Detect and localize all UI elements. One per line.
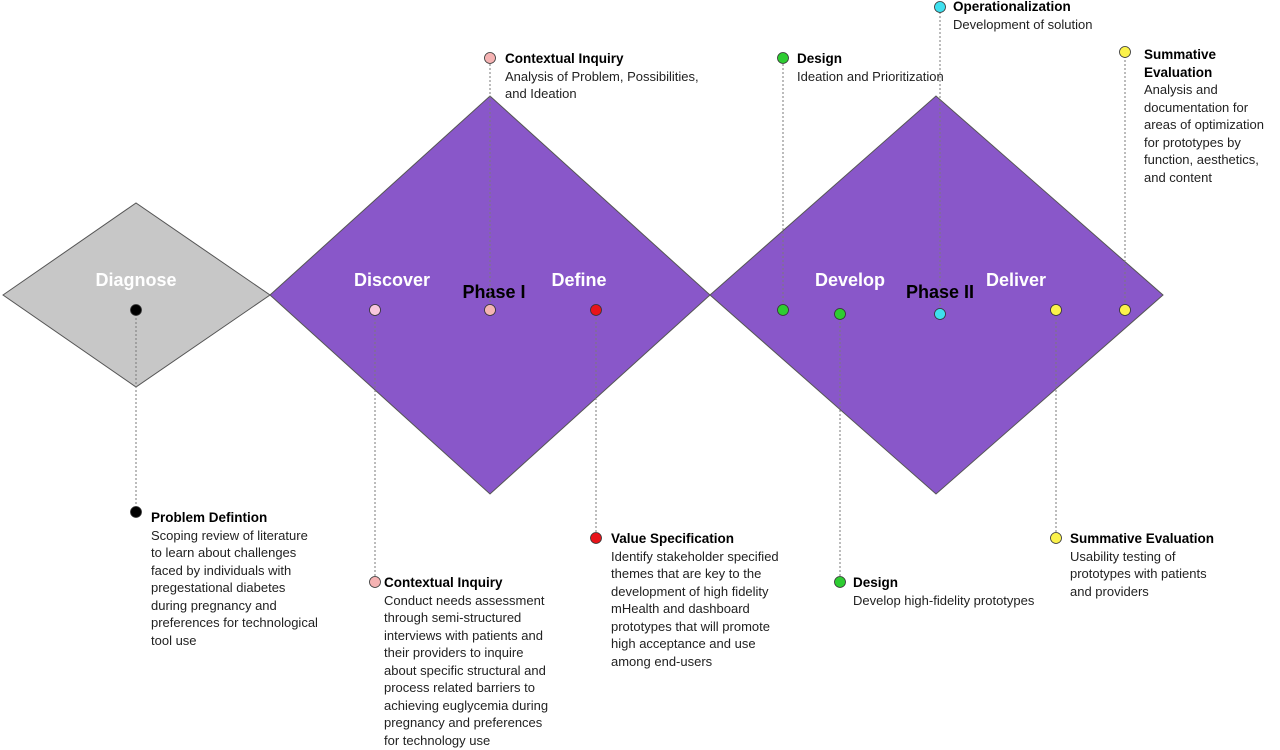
diagnose-label: Diagnose	[95, 270, 176, 290]
design-top-title: Design	[797, 51, 843, 66]
design-bottom-diamond-dot	[834, 308, 846, 320]
summative-eval-top-annotation: Summative Evaluation Analysis and docume…	[1144, 46, 1278, 186]
contextual-inquiry-phase1-desc: Analysis of Problem, Possibilities, and …	[505, 68, 699, 102]
design-bottom-title: Design	[853, 575, 899, 590]
operationalization-diamond-dot	[934, 308, 946, 320]
contextual-inquiry-discover-title: Contextual Inquiry	[384, 575, 503, 590]
operationalization-desc: Development of solution	[953, 16, 1093, 32]
problem-definition-desc: Scoping review of literature to learn ab…	[151, 527, 318, 648]
contextual-inquiry-phase1-marker-dot	[484, 52, 496, 64]
value-specification-desc: Identify stakeholder specified themes th…	[611, 548, 779, 669]
summative-eval-top-marker-dot	[1119, 46, 1131, 58]
summative-eval-top-title: Summative Evaluation	[1144, 47, 1217, 80]
problem-definition-title: Problem Defintion	[151, 510, 268, 525]
value-specification-annotation: Value Specification Identify stakeholder…	[611, 530, 821, 670]
problem-definition-annotation: Problem Defintion Scoping review of lite…	[151, 509, 361, 649]
design-top-diamond-dot	[777, 304, 789, 316]
contextual-inquiry-discover-diamond-dot	[369, 304, 381, 316]
phase1-label: Phase I	[462, 282, 525, 302]
summative-eval-bottom-desc: Usability testing of prototypes with pat…	[1070, 548, 1207, 599]
value-specification-marker-dot	[590, 532, 602, 544]
problem-definition-marker-dot	[130, 506, 142, 518]
problem-definition-diamond-dot	[130, 304, 142, 316]
design-top-marker-dot	[777, 52, 789, 64]
contextual-inquiry-phase1-title: Contextual Inquiry	[505, 51, 624, 66]
discover-label: Discover	[354, 270, 430, 290]
define-label: Define	[551, 270, 606, 290]
design-top-desc: Ideation and Prioritization	[797, 68, 944, 84]
design-bottom-desc: Develop high-fidelity prototypes	[853, 592, 1035, 608]
design-bottom-annotation: Design Develop high-fidelity prototypes	[853, 574, 1068, 609]
summative-eval-top-diamond-dot	[1119, 304, 1131, 316]
value-specification-title: Value Specification	[611, 531, 735, 546]
summative-eval-bottom-diamond-dot	[1050, 304, 1062, 316]
contextual-inquiry-phase1-annotation: Contextual Inquiry Analysis of Problem, …	[505, 50, 750, 103]
design-top-annotation: Design Ideation and Prioritization	[797, 50, 997, 85]
operationalization-marker-dot	[934, 1, 946, 13]
value-specification-diamond-dot	[590, 304, 602, 316]
connector-lines	[135, 7, 1126, 582]
design-bottom-marker-dot	[834, 576, 846, 588]
contextual-inquiry-discover-marker-dot	[369, 576, 381, 588]
contextual-inquiry-phase1-diamond-dot	[484, 304, 496, 316]
summative-eval-bottom-marker-dot	[1050, 532, 1062, 544]
contextual-inquiry-discover-annotation: Contextual Inquiry Conduct needs assessm…	[384, 574, 589, 749]
operationalization-title: Operationalization	[953, 0, 1071, 14]
summative-eval-bottom-annotation: Summative Evaluation Usability testing o…	[1070, 530, 1250, 600]
summative-eval-top-desc: Analysis and documentation for areas of …	[1144, 82, 1264, 185]
operationalization-annotation: Operationalization Development of soluti…	[953, 0, 1143, 33]
develop-label: Develop	[815, 270, 885, 290]
phase2-diamond	[709, 95, 1164, 495]
deliver-label: Deliver	[986, 270, 1046, 290]
contextual-inquiry-discover-desc: Conduct needs assessment through semi-st…	[384, 592, 549, 748]
summative-eval-bottom-title: Summative Evaluation	[1070, 531, 1215, 546]
